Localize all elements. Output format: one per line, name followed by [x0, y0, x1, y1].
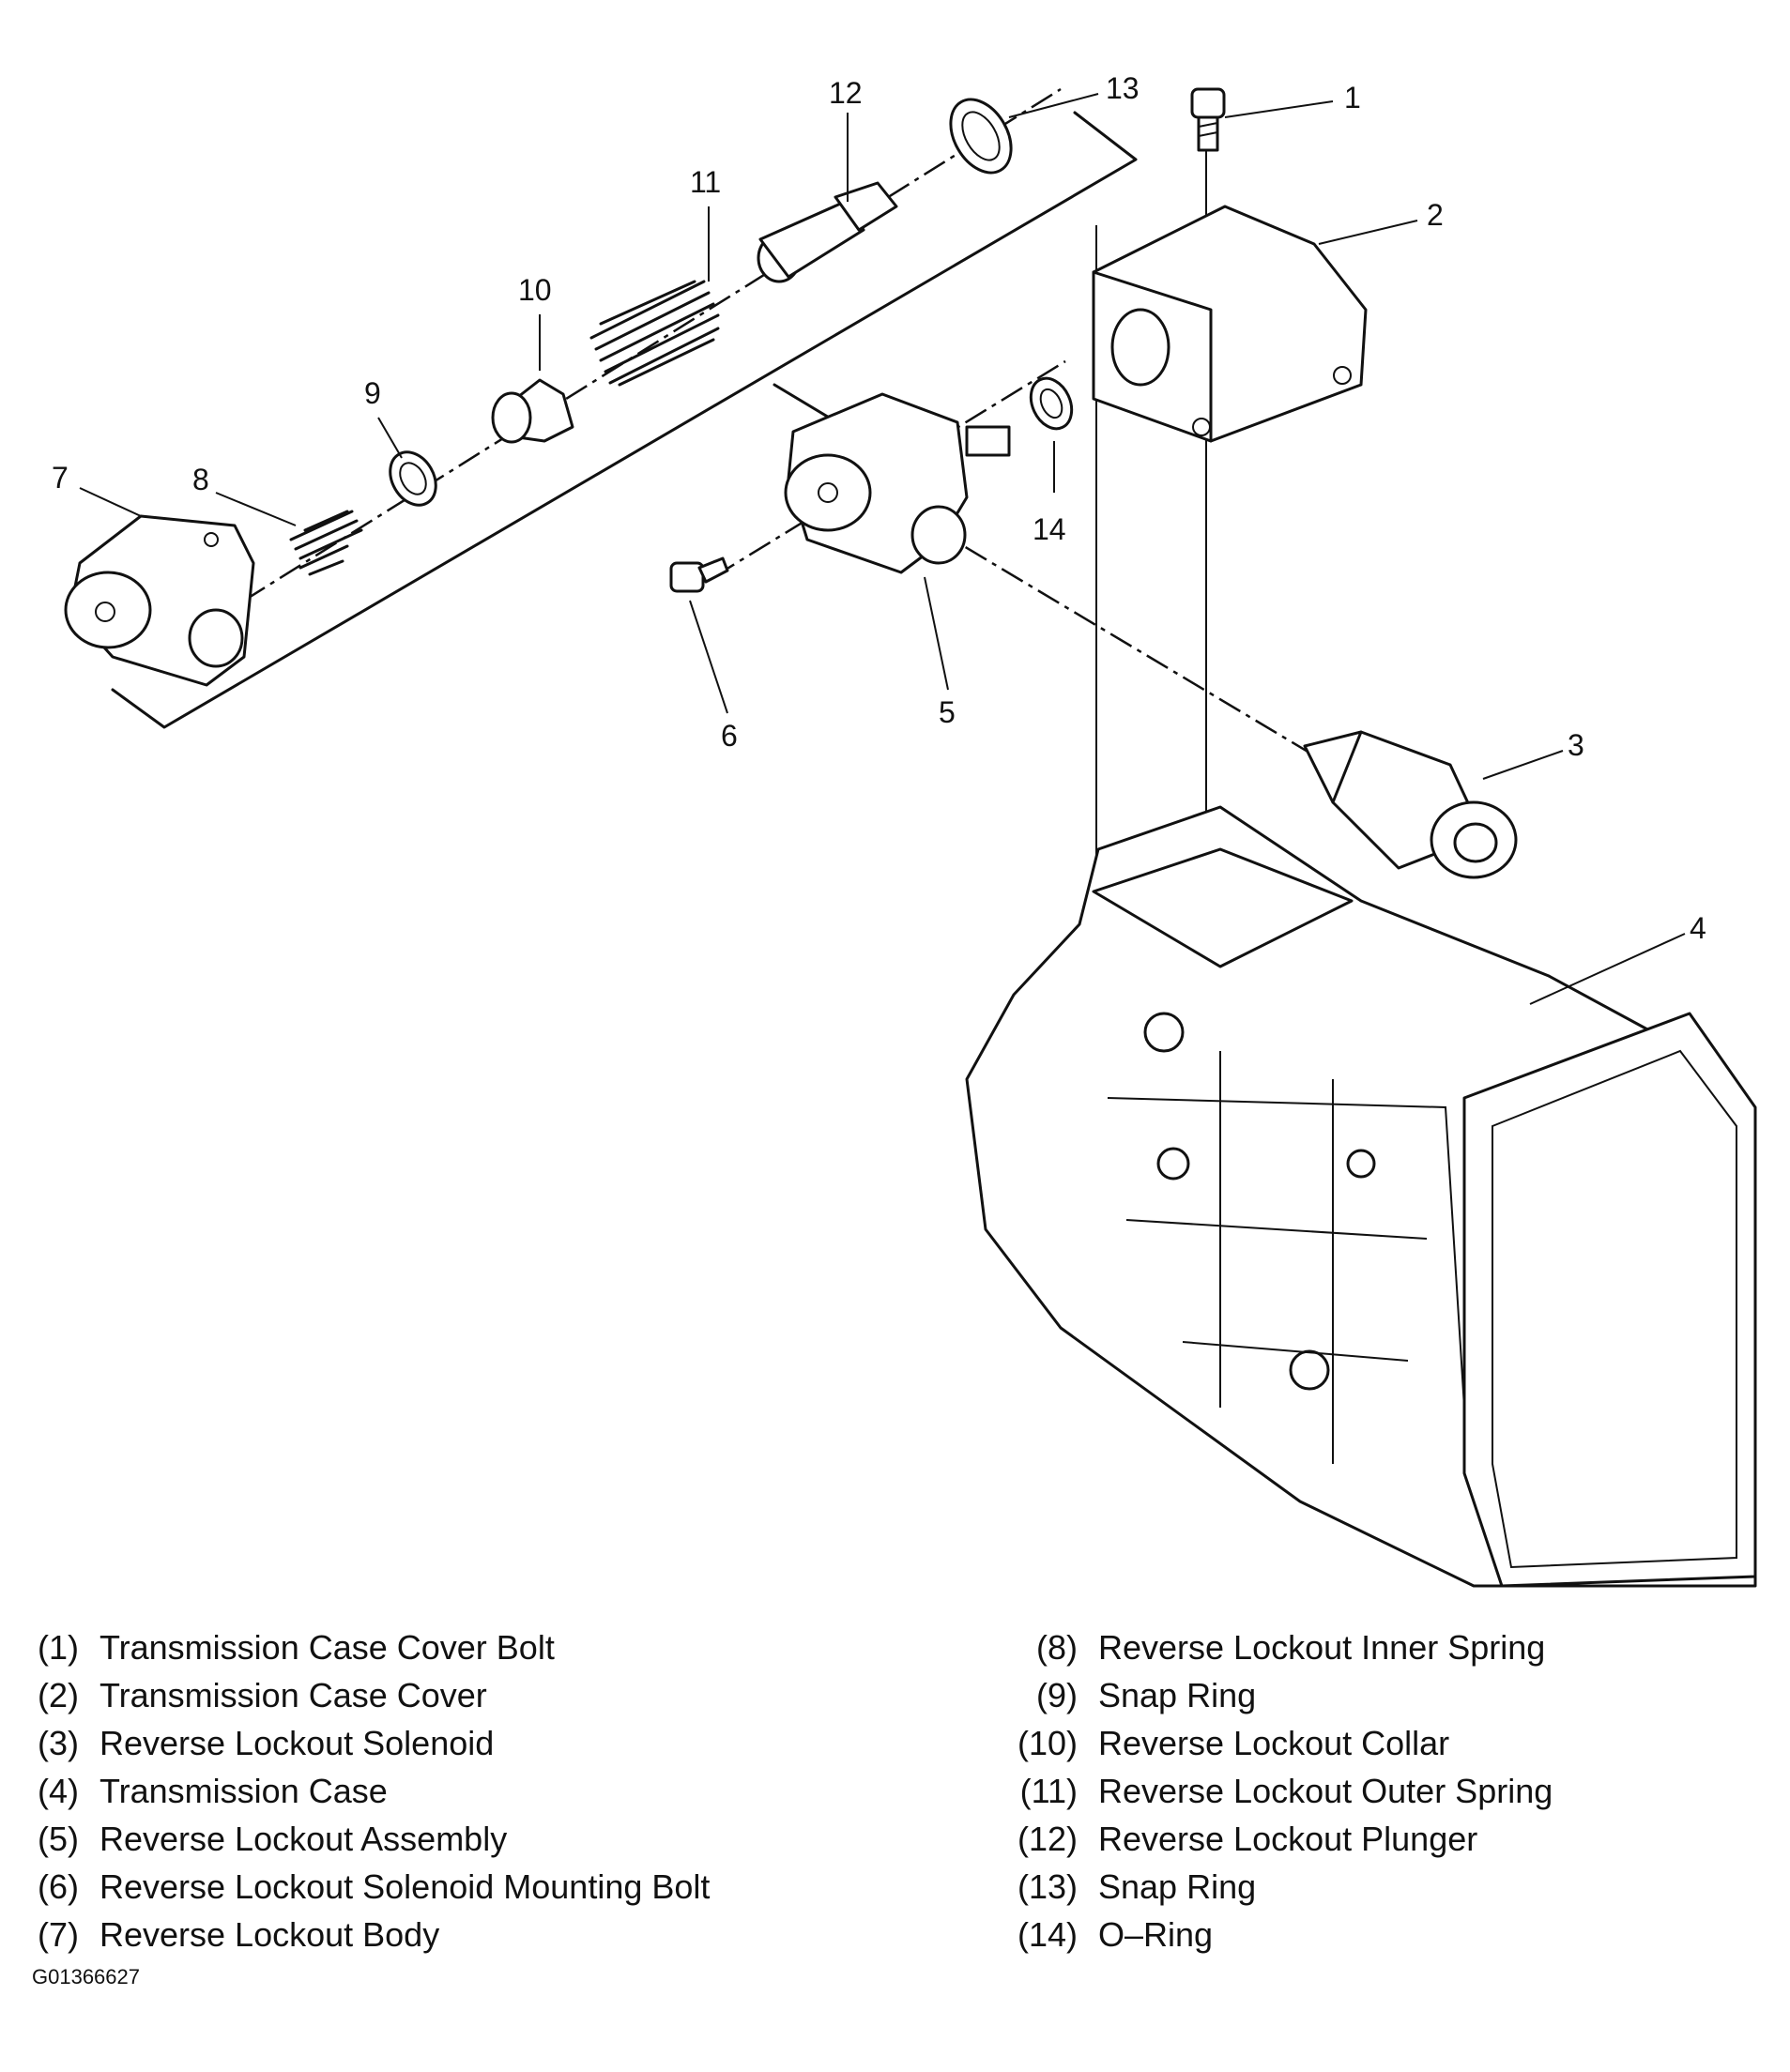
reverse-lockout-assembly — [784, 392, 1011, 574]
reverse-lockout-body — [64, 514, 255, 687]
snap-ring-9 — [389, 450, 437, 507]
callout-14: 14 — [1033, 512, 1066, 546]
snap-ring-13 — [949, 98, 1013, 175]
legend-left: (1)Transmission Case Cover Bolt (2)Trans… — [32, 1623, 710, 1958]
legend-right: (8)Reverse Lockout Inner Spring (9)Snap … — [1004, 1623, 1553, 1958]
legend-item: (8)Reverse Lockout Inner Spring — [1036, 1628, 1546, 1667]
legend-item: (6)Reverse Lockout Solenoid Mounting Bol… — [38, 1867, 711, 1906]
legend-item: (1)Transmission Case Cover Bolt — [38, 1628, 555, 1667]
legend-item: (3)Reverse Lockout Solenoid — [38, 1724, 495, 1762]
legend-item: (4)Transmission Case — [38, 1772, 388, 1810]
outer-spring — [589, 280, 720, 387]
callout-1: 1 — [1344, 81, 1361, 114]
exploded-view-bracket — [111, 111, 1138, 729]
legend-item: (7)Reverse Lockout Body — [38, 1915, 440, 1954]
lockout-collar — [491, 378, 574, 444]
o-ring — [1029, 376, 1074, 431]
case-cover — [1092, 205, 1368, 443]
legend-item: (12)Reverse Lockout Plunger — [1017, 1820, 1478, 1858]
legend-item: (14)O–Ring — [1017, 1915, 1214, 1954]
callout-13: 13 — [1106, 71, 1140, 105]
callout-8: 8 — [192, 463, 209, 496]
leader-lines — [79, 93, 1686, 1005]
callout-6: 6 — [721, 719, 738, 753]
legend-item: (2)Transmission Case Cover — [38, 1676, 487, 1714]
callout-11: 11 — [690, 165, 721, 199]
transmission-case — [965, 805, 1757, 1588]
callout-10: 10 — [518, 273, 552, 307]
exploded-diagram: 1 2 3 4 5 6 7 8 9 10 11 12 13 14 — [52, 71, 1757, 1588]
callout-3: 3 — [1568, 728, 1584, 762]
legend-item: (11)Reverse Lockout Outer Spring — [1019, 1772, 1553, 1810]
legend-item: (10)Reverse Lockout Collar — [1017, 1724, 1450, 1762]
solenoid-mounting-bolt — [669, 556, 729, 593]
callout-4: 4 — [1690, 911, 1706, 945]
callout-2: 2 — [1427, 198, 1444, 232]
callout-7: 7 — [52, 461, 69, 495]
legend-item: (13)Snap Ring — [1017, 1867, 1257, 1906]
legend-item: (9)Snap Ring — [1036, 1676, 1257, 1714]
callout-5: 5 — [939, 695, 956, 729]
callout-12: 12 — [829, 76, 863, 110]
legend-item: (5)Reverse Lockout Assembly — [38, 1820, 508, 1858]
lockout-plunger — [757, 181, 898, 283]
inner-spring — [289, 510, 363, 576]
reverse-lockout-solenoid — [1303, 730, 1518, 879]
figure-id: G01366627 — [32, 1965, 140, 1988]
callout-9: 9 — [364, 376, 381, 410]
case-cover-bolt — [1190, 87, 1226, 152]
